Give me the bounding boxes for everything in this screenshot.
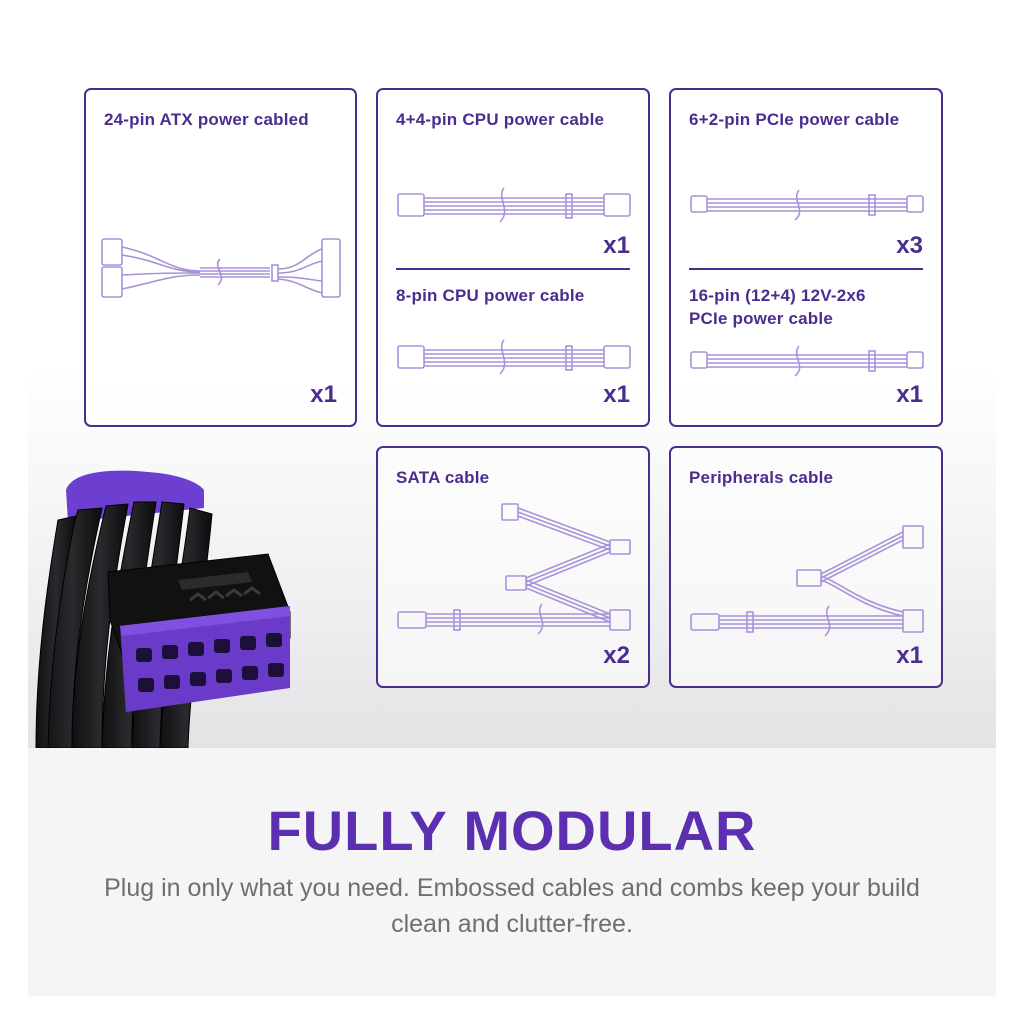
quantity-badge: x1	[310, 381, 337, 408]
card-title: 6+2-pin PCIe power cable	[689, 110, 900, 129]
sata-cable-icon	[397, 503, 631, 635]
quantity-badge: x1	[896, 642, 923, 669]
card-divider	[396, 268, 630, 270]
card-subtitle: 16-pin (12+4) 12V-2x6 PCIe power cable	[689, 286, 866, 328]
card-divider	[689, 268, 923, 270]
card-atx-cable: 24-pin ATX power cabled x1	[84, 88, 357, 427]
cpu-8pin-cable-icon	[397, 339, 631, 375]
quantity-badge: x1	[603, 232, 630, 259]
quantity-badge: x2	[603, 642, 630, 669]
card-sata-cable: SATA cable x2	[376, 446, 650, 688]
card-title: 4+4-pin CPU power cable	[396, 110, 605, 129]
pcie-16pin-cable-icon	[690, 345, 924, 377]
quantity-badge: x3	[896, 232, 923, 259]
headline: FULLY MODULAR	[267, 799, 757, 862]
card-title: Peripherals cable	[689, 468, 834, 487]
peripherals-cable-icon	[690, 525, 924, 637]
connector-cable-image	[35, 470, 291, 748]
card-cpu-cables: 4+4-pin CPU power cable x1 8-pin CPU pow…	[376, 88, 650, 427]
caption-band	[28, 748, 996, 996]
cpu-4plus4-cable-icon	[397, 187, 631, 223]
card-peripherals-cable: Peripherals cable x1	[669, 446, 943, 688]
card-title: 24-pin ATX power cabled	[104, 110, 309, 129]
atx-cable-icon	[101, 238, 341, 298]
card-subtitle: 8-pin CPU power cable	[396, 286, 585, 305]
description: Plug in only what you need. Embossed cab…	[104, 874, 920, 938]
quantity-badge: x1	[896, 381, 923, 408]
card-title: SATA cable	[396, 468, 490, 487]
quantity-badge: x1	[603, 381, 630, 408]
card-pcie-cables: 6+2-pin PCIe power cable x3 16-pin (12+4…	[669, 88, 943, 427]
pcie-6plus2-cable-icon	[690, 189, 924, 221]
